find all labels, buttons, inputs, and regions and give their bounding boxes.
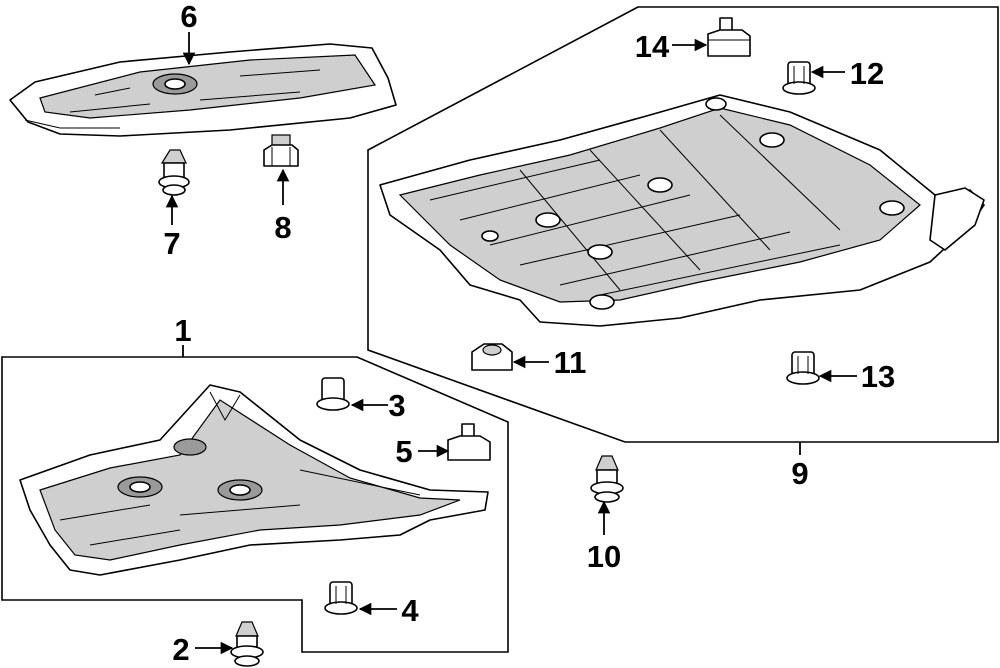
callout-5: 5 [395, 434, 412, 469]
clip-part-13[interactable] [786, 351, 820, 385]
callout-14: 14 [635, 29, 670, 64]
callout-2: 2 [172, 632, 189, 667]
nut-clip-part-5[interactable] [447, 423, 491, 461]
callout-7: 7 [163, 226, 180, 261]
callout-11: 11 [554, 345, 587, 380]
callout-6: 6 [180, 0, 197, 34]
lower-shield-part-1[interactable] [19, 384, 489, 576]
callout-9: 9 [791, 456, 808, 491]
callout-13: 13 [861, 359, 895, 394]
callout-1: 1 [174, 313, 191, 348]
callout-12: 12 [850, 56, 884, 91]
nut-part-11[interactable] [471, 343, 513, 371]
push-clip-part-2[interactable] [230, 621, 264, 667]
push-clip-part-10[interactable] [590, 455, 624, 503]
group-frame-9 [367, 6, 999, 443]
callout-4: 4 [401, 593, 419, 628]
clip-part-14[interactable] [707, 17, 751, 57]
clip-part-4[interactable] [324, 581, 358, 615]
engine-under-cover-part-9[interactable] [379, 94, 985, 327]
callout-10: 10 [587, 539, 621, 574]
cover-bolt-holes [481, 97, 905, 310]
callout-3: 3 [388, 388, 405, 423]
group-frame-1 [1, 356, 509, 653]
grommet-part-3[interactable] [316, 377, 350, 411]
callout-8: 8 [274, 210, 291, 245]
leader-lines [165, 32, 857, 655]
grommet-part-12[interactable] [782, 61, 816, 95]
nut-clip-part-8[interactable] [263, 134, 299, 167]
upper-shield-part-6[interactable] [9, 43, 397, 137]
push-clip-part-7[interactable] [158, 149, 190, 196]
